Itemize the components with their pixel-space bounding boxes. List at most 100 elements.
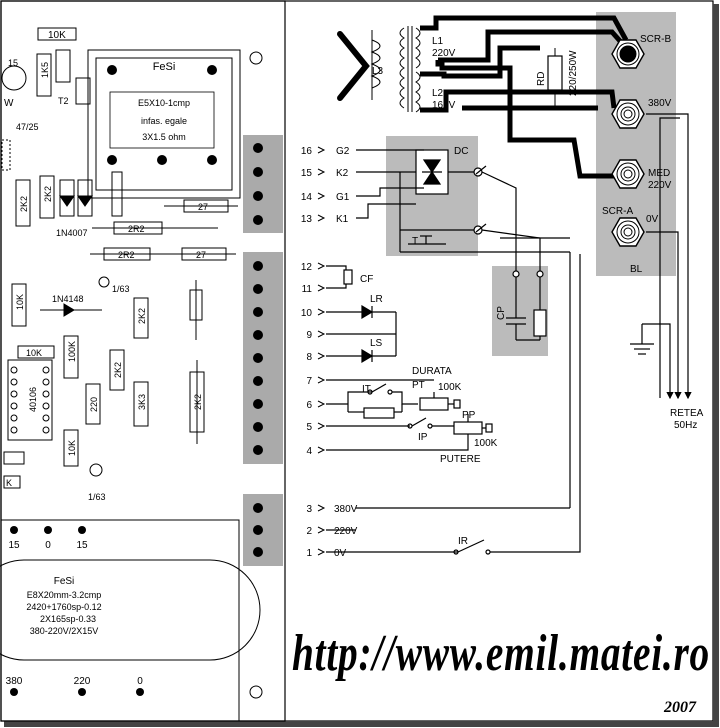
svg-text:0: 0	[45, 540, 51, 551]
svg-text:0: 0	[137, 676, 143, 687]
svg-text:10K: 10K	[48, 30, 66, 41]
svg-text:27: 27	[198, 202, 208, 212]
svg-text:DC: DC	[454, 146, 468, 157]
svg-text:15: 15	[76, 540, 88, 551]
pin-terminal	[317, 214, 326, 222]
svg-text:10K: 10K	[15, 294, 25, 310]
control-circuit	[326, 254, 581, 555]
svg-text:380V: 380V	[334, 504, 358, 515]
pin-terminal	[317, 504, 326, 512]
pin-number: 3	[306, 504, 312, 515]
pin-terminal	[317, 526, 326, 534]
svg-text:PUTERE: PUTERE	[440, 454, 481, 465]
svg-text:0V: 0V	[334, 548, 347, 559]
svg-text:K2: K2	[336, 168, 349, 179]
pin-number: 16	[301, 146, 313, 157]
svg-text:IT: IT	[362, 384, 371, 395]
svg-text:L2: L2	[432, 88, 444, 99]
svg-text:10K: 10K	[26, 348, 42, 358]
svg-text:G1: G1	[336, 192, 350, 203]
svg-text:2K2: 2K2	[113, 362, 123, 378]
pin-number: 8	[306, 352, 312, 363]
svg-text:E5X10-1cmp: E5X10-1cmp	[138, 98, 190, 108]
pin-terminal	[317, 352, 326, 360]
svg-text:W: W	[4, 98, 14, 109]
svg-text:LS: LS	[370, 338, 383, 349]
pin-number: 7	[306, 376, 312, 387]
pin-terminal	[317, 422, 326, 430]
svg-text:PP: PP	[462, 410, 476, 421]
svg-text:1/63: 1/63	[112, 284, 130, 294]
pin-number: 4	[306, 446, 312, 457]
svg-text:SCR-B: SCR-B	[640, 34, 671, 45]
svg-text:2X165sp-0.33: 2X165sp-0.33	[40, 614, 96, 624]
svg-text:40106: 40106	[28, 387, 38, 412]
svg-text:CP: CP	[496, 306, 507, 320]
svg-text:100K: 100K	[474, 438, 498, 449]
svg-text:220: 220	[89, 397, 99, 412]
pin-number: 10	[301, 308, 313, 319]
svg-text:2K2: 2K2	[43, 186, 53, 202]
svg-text:50Hz: 50Hz	[674, 420, 697, 431]
year-label: 2007	[663, 699, 697, 716]
svg-text:15: 15	[8, 540, 20, 551]
svg-text:3K3: 3K3	[137, 394, 147, 410]
svg-text:100K: 100K	[67, 341, 77, 362]
pin-number: 2	[306, 526, 312, 537]
svg-text:100K: 100K	[438, 382, 462, 393]
pin-terminal	[317, 376, 326, 384]
pin-number: 6	[306, 400, 312, 411]
pin-terminal	[317, 400, 326, 408]
svg-text:CF: CF	[360, 274, 373, 285]
svg-text:47/25: 47/25	[16, 122, 39, 132]
svg-text:1N4007: 1N4007	[56, 228, 88, 238]
svg-text:infas. egale: infas. egale	[141, 116, 187, 126]
svg-text:SCR-A: SCR-A	[602, 206, 633, 217]
schematic-labels: L1 220V L2 160V L3 RD 220/250W SCR-B 380…	[334, 34, 704, 559]
pin-terminal	[317, 262, 326, 270]
pin-number: 9	[306, 330, 312, 341]
pin-terminal	[317, 446, 326, 454]
svg-text:BL: BL	[630, 264, 643, 275]
svg-text:380V: 380V	[648, 98, 672, 109]
svg-text:T2: T2	[58, 96, 69, 106]
svg-text:LR: LR	[370, 294, 383, 305]
svg-text:220/250W: 220/250W	[568, 50, 579, 96]
pin-terminal	[317, 168, 326, 176]
pin-number: 15	[301, 168, 313, 179]
svg-text:1N4148: 1N4148	[52, 294, 84, 304]
terminal-strips	[243, 135, 283, 566]
svg-text:15: 15	[8, 58, 18, 68]
svg-text:RD: RD	[536, 72, 547, 86]
svg-text:380-220V/2X15V: 380-220V/2X15V	[30, 626, 99, 636]
pin-terminal	[317, 192, 326, 200]
svg-text:K: K	[6, 478, 12, 488]
svg-text:27: 27	[196, 250, 206, 260]
svg-text:2K2: 2K2	[193, 394, 203, 410]
pin-number: 14	[301, 192, 313, 203]
pcb-layout	[0, 0, 286, 722]
dc-bridge	[356, 149, 571, 509]
svg-text:1K5: 1K5	[40, 62, 50, 78]
svg-text:RETEA: RETEA	[670, 408, 704, 419]
svg-text:380: 380	[6, 676, 23, 687]
svg-text:E8X20mm-3.2cmp: E8X20mm-3.2cmp	[27, 590, 102, 600]
svg-text:220V: 220V	[334, 526, 358, 537]
svg-text:10K: 10K	[67, 440, 77, 456]
svg-text:K1: K1	[336, 214, 349, 225]
svg-text:2420+1760sp-0.12: 2420+1760sp-0.12	[26, 602, 101, 612]
svg-text:FeSi: FeSi	[153, 61, 176, 73]
pcb-labels: FeSi E5X10-1cmp infas. egale 3X1.5 ohm 1…	[4, 30, 208, 687]
pin-number: 13	[301, 214, 313, 225]
svg-text:2R2: 2R2	[118, 250, 135, 260]
svg-text:IR: IR	[458, 536, 468, 547]
svg-text:220V: 220V	[648, 180, 672, 191]
pin-number: 11	[302, 284, 313, 295]
svg-text:3X1.5 ohm: 3X1.5 ohm	[142, 132, 186, 142]
svg-text:PT: PT	[412, 380, 425, 391]
svg-text:DURATA: DURATA	[412, 366, 452, 377]
svg-text:FeSi: FeSi	[54, 576, 75, 587]
pin-number: 12	[301, 262, 313, 273]
